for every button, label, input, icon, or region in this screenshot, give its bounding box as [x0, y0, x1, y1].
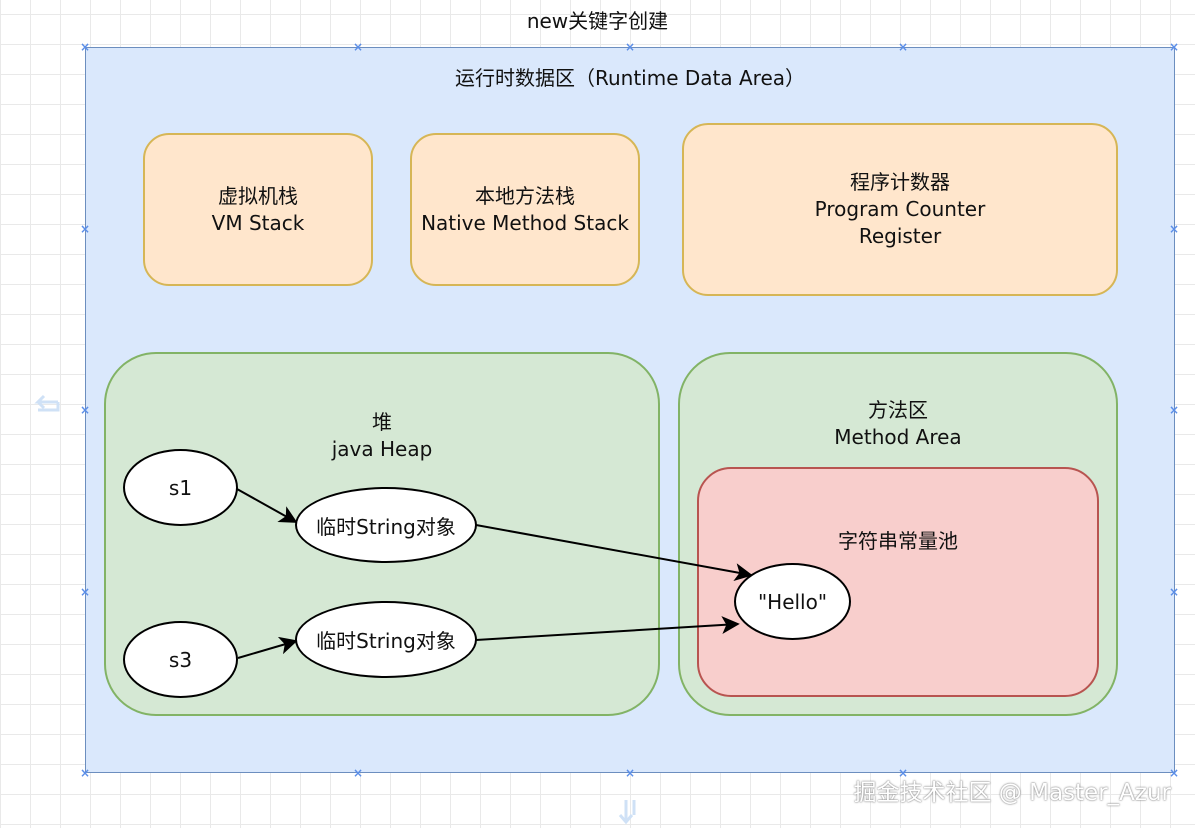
variable-s1-node[interactable]: s1: [123, 449, 238, 526]
diagram-title: new关键字创建: [0, 4, 1195, 34]
native-method-stack-title: 本地方法栈: [475, 183, 575, 208]
vm-stack-title: 虚拟机栈: [218, 183, 298, 208]
selection-handle-icon[interactable]: ×: [898, 40, 909, 54]
temp-string-object-2-node[interactable]: 临时String对象: [295, 601, 477, 678]
selection-handle-icon[interactable]: ×: [353, 40, 364, 54]
string-constant-pool-title: 字符串常量池: [838, 528, 958, 553]
native-method-stack-box[interactable]: 本地方法栈 Native Method Stack: [410, 133, 640, 286]
program-counter-box[interactable]: 程序计数器 Program Counter Register: [682, 123, 1118, 296]
vm-stack-box[interactable]: 虚拟机栈 VM Stack: [143, 133, 373, 286]
selection-handle-icon[interactable]: ×: [80, 222, 91, 236]
program-counter-subtitle-2: Register: [858, 224, 942, 248]
watermark-text: 掘金技术社区 @ Master_Azur: [853, 780, 1171, 806]
java-heap-label: 堆 java Heap: [104, 408, 660, 464]
temp-string-object-1-label: 临时String对象: [316, 514, 456, 539]
selection-handle-icon[interactable]: ×: [80, 766, 91, 780]
selection-handle-icon[interactable]: ×: [1169, 40, 1180, 54]
selection-handle-icon[interactable]: ×: [80, 585, 91, 599]
variable-s3-label: s3: [168, 647, 193, 672]
runtime-data-area-label: 运行时数据区（Runtime Data Area）: [85, 60, 1175, 92]
vm-stack-subtitle: VM Stack: [211, 210, 305, 235]
java-heap-subtitle: java Heap: [331, 437, 433, 461]
selection-handle-icon[interactable]: ×: [1169, 222, 1180, 236]
selection-handle-icon[interactable]: ×: [1169, 403, 1180, 417]
left-arrow-icon: [34, 394, 60, 412]
program-counter-subtitle: Program Counter: [814, 197, 986, 221]
selection-handle-icon[interactable]: ×: [625, 766, 636, 780]
string-constant-pool-label: 字符串常量池: [697, 526, 1099, 556]
temp-string-object-1-node[interactable]: 临时String对象: [295, 487, 477, 563]
arrow-s3-to-temp2[interactable]: [237, 636, 298, 659]
hello-string-node[interactable]: "Hello": [734, 563, 851, 640]
method-area-subtitle: Method Area: [834, 425, 962, 449]
method-area-title: 方法区: [868, 398, 928, 422]
down-arrow-icon: [618, 800, 636, 825]
variable-s1-label: s1: [168, 475, 193, 500]
variable-s3-node[interactable]: s3: [123, 621, 238, 698]
arrow-temp2-to-hello[interactable]: [475, 616, 740, 641]
arrow-temp1-to-hello[interactable]: [475, 524, 753, 581]
method-area-label: 方法区 Method Area: [678, 396, 1118, 452]
selection-handle-icon[interactable]: ×: [1169, 766, 1180, 780]
program-counter-title: 程序计数器: [850, 170, 950, 194]
selection-handle-icon[interactable]: ×: [80, 403, 91, 417]
runtime-data-area-label-text: 运行时数据区（Runtime Data Area）: [454, 65, 806, 90]
selection-handle-icon[interactable]: ×: [1169, 585, 1180, 599]
selection-handle-icon[interactable]: ×: [898, 766, 909, 780]
diagram-title-text: new关键字创建: [526, 8, 669, 33]
java-heap-title: 堆: [372, 410, 392, 434]
arrow-s1-to-temp1[interactable]: [236, 488, 298, 523]
selection-handle-icon[interactable]: ×: [353, 766, 364, 780]
hello-string-label: "Hello": [757, 589, 828, 614]
selection-handle-icon[interactable]: ×: [80, 40, 91, 54]
watermark: 掘金技术社区 @ Master_Azur: [853, 774, 1171, 806]
temp-string-object-2-label: 临时String对象: [316, 629, 456, 653]
native-method-stack-subtitle: Native Method Stack: [421, 210, 629, 235]
selection-handle-icon[interactable]: ×: [625, 40, 636, 54]
